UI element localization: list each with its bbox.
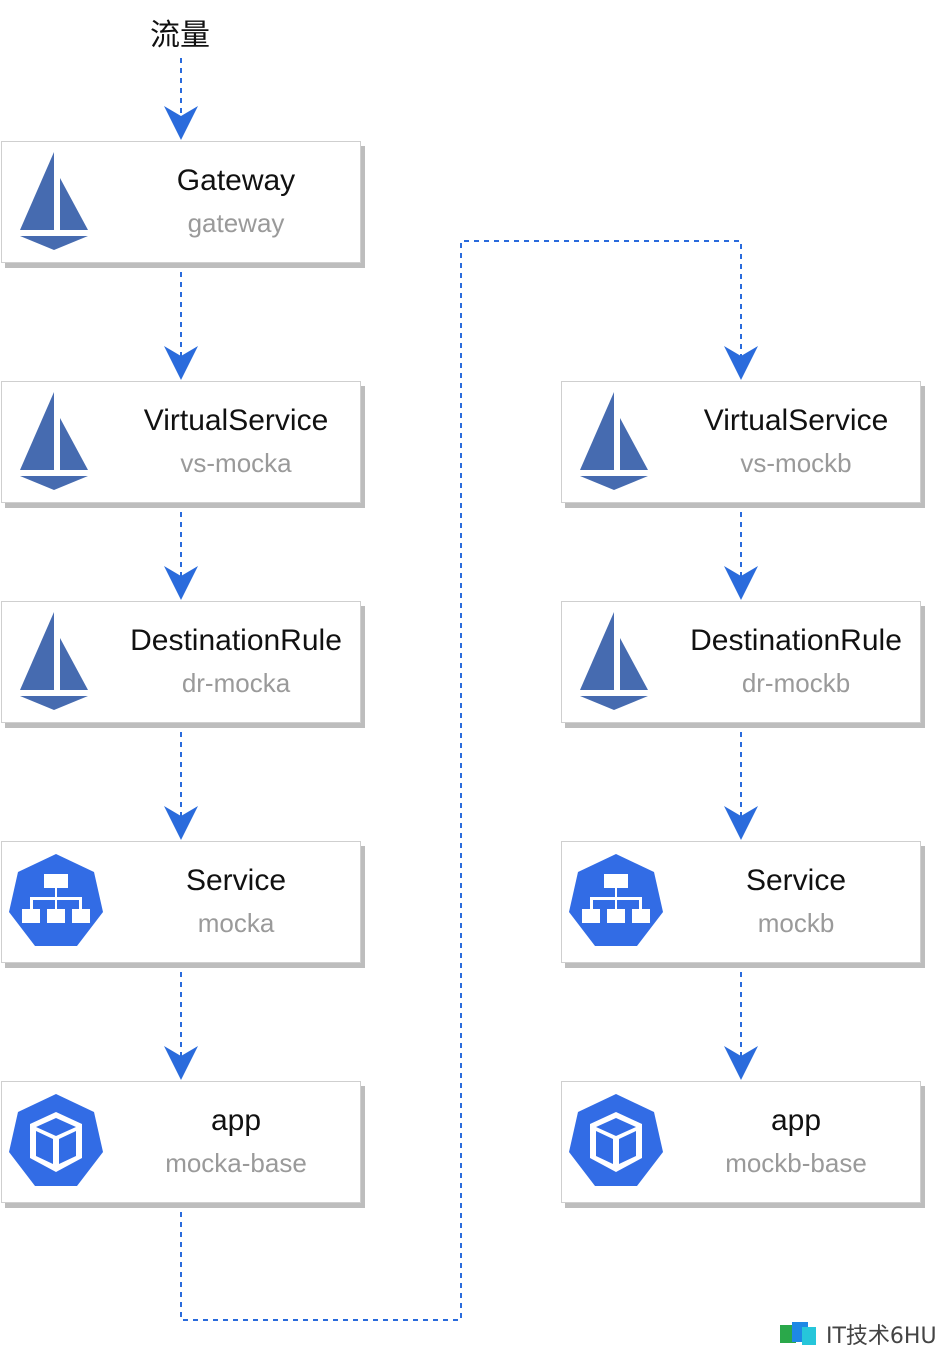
- arrowhead: [724, 566, 758, 600]
- arrowhead: [164, 1046, 198, 1080]
- node-app-mockb[interactable]: app mockb-base: [561, 1081, 921, 1203]
- node-title: app: [210, 1104, 262, 1137]
- node-title: VirtualService: [143, 404, 329, 437]
- watermark: IT技术6HU: [778, 1318, 937, 1350]
- node-gateway[interactable]: Gateway gateway: [1, 141, 361, 263]
- node-subtitle: vs-mocka: [180, 448, 292, 478]
- node-title: DestinationRule: [130, 624, 342, 657]
- arrowhead: [724, 1046, 758, 1080]
- node-destinationrule-mocka[interactable]: DestinationRule dr-mocka: [1, 601, 361, 723]
- node-title: VirtualService: [703, 404, 889, 437]
- arrowhead: [164, 806, 198, 840]
- k8s-service-icon: [9, 854, 103, 946]
- k8s-pod-icon: [9, 1094, 103, 1186]
- arrowhead: [724, 806, 758, 840]
- node-service-mockb[interactable]: Service mockb: [561, 841, 921, 963]
- node-title: Service: [185, 864, 287, 897]
- arrowhead: [164, 566, 198, 600]
- node-title: DestinationRule: [690, 624, 902, 657]
- node-destinationrule-mockb[interactable]: DestinationRule dr-mockb: [561, 601, 921, 723]
- node-subtitle: mockb-base: [725, 1148, 867, 1178]
- watermark-logo-icon: [780, 1322, 816, 1345]
- node-subtitle: mockb: [757, 908, 835, 938]
- node-virtualservice-mocka[interactable]: VirtualService vs-mocka: [1, 381, 361, 503]
- k8s-pod-icon: [569, 1094, 663, 1186]
- istio-sail-icon: [20, 152, 88, 250]
- node-title: Service: [745, 864, 847, 897]
- node-subtitle: dr-mocka: [181, 668, 291, 698]
- node-subtitle: vs-mockb: [740, 448, 852, 478]
- arrowhead: [164, 346, 198, 380]
- arrowhead: [164, 106, 198, 140]
- node-title: app: [770, 1104, 822, 1137]
- node-app-mocka[interactable]: app mocka-base: [1, 1081, 361, 1203]
- node-subtitle: dr-mockb: [741, 668, 851, 698]
- istio-sail-icon: [580, 392, 648, 490]
- node-subtitle: mocka-base: [165, 1148, 307, 1178]
- k8s-service-icon: [569, 854, 663, 946]
- traffic-label: 流量: [150, 18, 210, 53]
- istio-sail-icon: [580, 612, 648, 710]
- arrowhead: [724, 346, 758, 380]
- istio-sail-icon: [20, 392, 88, 490]
- node-subtitle: mocka: [197, 908, 275, 938]
- node-service-mocka[interactable]: Service mocka: [1, 841, 361, 963]
- node-virtualservice-mockb[interactable]: VirtualService vs-mockb: [561, 381, 921, 503]
- watermark-text: IT技术6HU: [826, 1324, 937, 1349]
- istio-sail-icon: [20, 612, 88, 710]
- node-subtitle: gateway: [187, 208, 285, 238]
- node-title: Gateway: [176, 164, 296, 197]
